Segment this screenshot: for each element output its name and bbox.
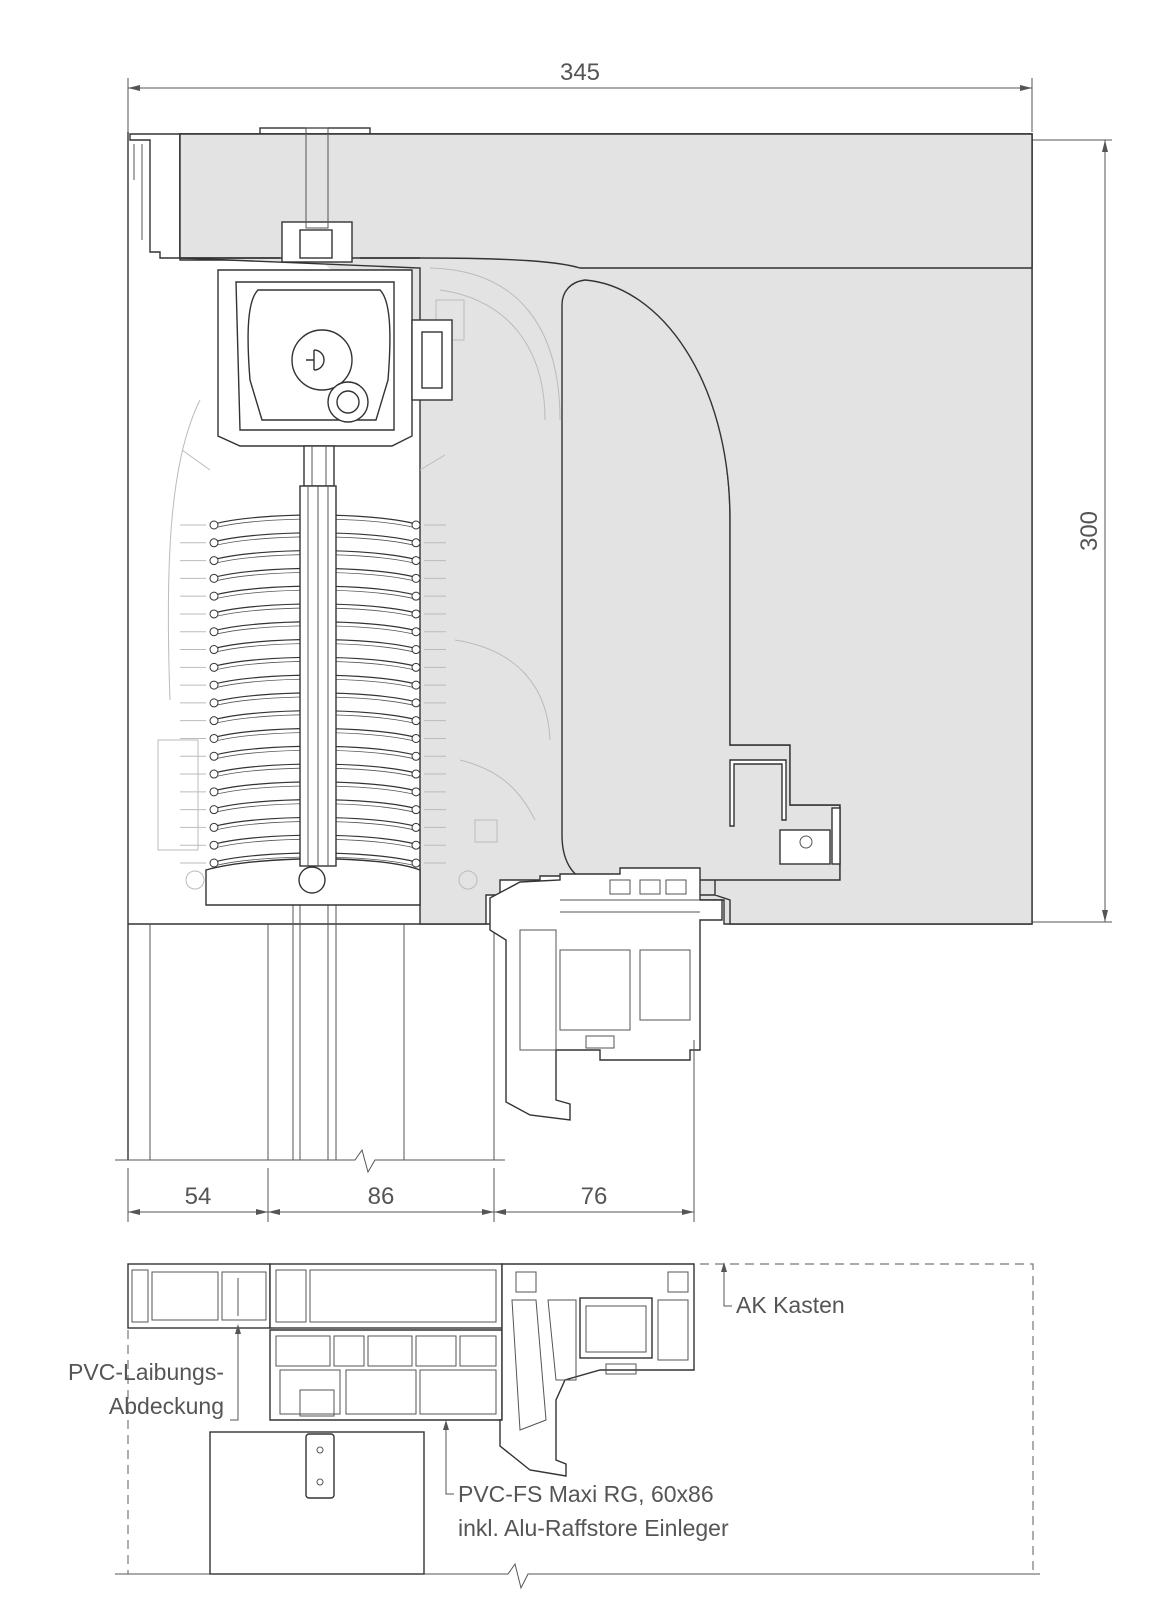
ladder-cord-icon bbox=[411, 822, 421, 832]
ladder-cord-icon bbox=[209, 769, 219, 779]
ladder-cord-icon bbox=[411, 538, 421, 548]
ladder-cord-icon bbox=[411, 520, 421, 530]
ladder-cord-icon bbox=[411, 733, 421, 743]
ladder-cord-icon bbox=[209, 840, 219, 850]
callout-ak-kasten: AK Kasten bbox=[721, 1262, 845, 1318]
ladder-cord-icon bbox=[209, 751, 219, 761]
ladder-cord-icon bbox=[209, 609, 219, 619]
ladder-cord-icon bbox=[411, 751, 421, 761]
ladder-cord-icon bbox=[411, 591, 421, 601]
dimension-overall-height-value: 300 bbox=[1076, 511, 1103, 551]
dimension-overall-height: 300 bbox=[1032, 139, 1112, 923]
label-pvc-laibung-line2: Abdeckung bbox=[109, 1393, 224, 1419]
ladder-cord-icon bbox=[411, 680, 421, 690]
dimension-segments: 54 86 76 bbox=[127, 1040, 695, 1222]
insulation-top-strip bbox=[179, 133, 1033, 269]
ladder-cord-icon bbox=[209, 627, 219, 637]
plan-section bbox=[115, 1263, 1040, 1590]
dimension-segment-left-value: 54 bbox=[185, 1183, 212, 1210]
ladder-cord-icon bbox=[209, 858, 219, 868]
ladder-cord-icon bbox=[209, 556, 219, 566]
ladder-cord-icon bbox=[411, 662, 421, 672]
ladder-cord-icon bbox=[209, 591, 219, 601]
motor-shaft-icon bbox=[291, 329, 353, 391]
ghost-blind-package bbox=[157, 267, 561, 890]
ladder-cord-icon bbox=[209, 538, 219, 548]
headrail-motor bbox=[217, 127, 453, 487]
bracket-plate bbox=[305, 1433, 335, 1499]
ladder-cord-icon bbox=[209, 805, 219, 815]
ladder-cord-icon bbox=[209, 698, 219, 708]
dimension-segment-middle-value: 86 bbox=[368, 1183, 395, 1210]
ladder-cord-icon bbox=[209, 573, 219, 583]
ladder-cord-icon bbox=[411, 840, 421, 850]
bottom-rail bbox=[205, 485, 421, 906]
ladder-cord-icon bbox=[411, 805, 421, 815]
ladder-cord-icon bbox=[209, 716, 219, 726]
label-pvc-laibung-line1: PVC-Laibungs- bbox=[68, 1359, 224, 1385]
ladder-cord-icon bbox=[411, 769, 421, 779]
ladder-cord-icon bbox=[411, 627, 421, 637]
ladder-cord-icon bbox=[209, 662, 219, 672]
ladder-cord-icon bbox=[411, 556, 421, 566]
dimension-segment-right-value: 76 bbox=[581, 1183, 608, 1210]
dimension-overall-width: 345 bbox=[127, 59, 1033, 132]
label-ak-kasten: AK Kasten bbox=[736, 1292, 845, 1318]
box-housing bbox=[115, 132, 505, 1174]
window-frame-profile bbox=[489, 867, 723, 1121]
ladder-cord-icon bbox=[209, 822, 219, 832]
ladder-cord-icon bbox=[411, 645, 421, 655]
ladder-cord-icon bbox=[411, 858, 421, 868]
callout-pvc-fs: PVC-FS Maxi RG, 60x86 inkl. Alu-Raffstor… bbox=[443, 1420, 729, 1541]
ladder-cord-icon bbox=[411, 716, 421, 726]
ladder-cord-icon bbox=[411, 698, 421, 708]
ladder-cord-icon bbox=[411, 787, 421, 797]
ladder-cord-icon bbox=[411, 609, 421, 619]
ladder-cord-icon bbox=[209, 520, 219, 530]
callout-pvc-laibung: PVC-Laibungs- Abdeckung bbox=[68, 1324, 241, 1421]
ladder-cord-icon bbox=[209, 680, 219, 690]
ladder-cord-icon bbox=[209, 645, 219, 655]
ak-kasten-profile bbox=[729, 759, 841, 865]
dimension-overall-width-value: 345 bbox=[560, 59, 600, 86]
label-pvc-fs-line2: inkl. Alu-Raffstore Einleger bbox=[458, 1515, 729, 1541]
bottom-rail-hole-icon bbox=[298, 866, 326, 894]
label-pvc-fs-line1: PVC-FS Maxi RG, 60x86 bbox=[458, 1481, 714, 1507]
ladder-cord-icon bbox=[209, 787, 219, 797]
ladder-cord-icon bbox=[411, 573, 421, 583]
ladder-cord-icon bbox=[209, 733, 219, 743]
